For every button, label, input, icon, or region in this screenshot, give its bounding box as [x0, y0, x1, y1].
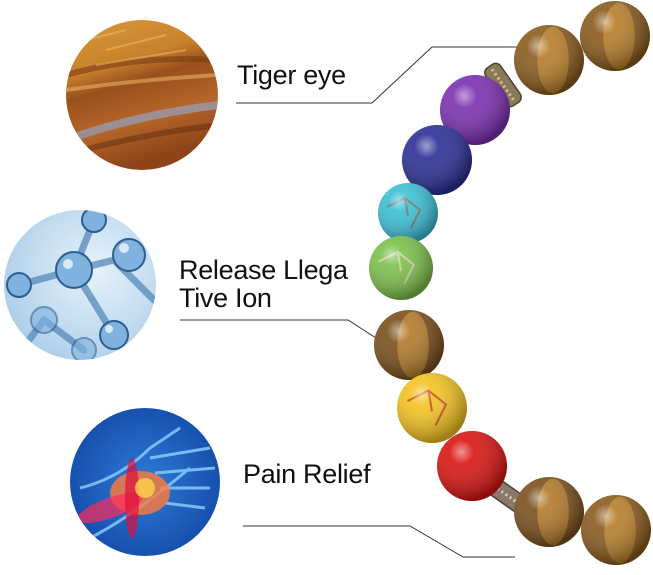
- connector-tiger-eye: [236, 46, 518, 104]
- label-line: Pain Relief: [243, 459, 371, 489]
- wrist-xray-icon: [70, 408, 220, 556]
- label-line: Tiger eye: [237, 60, 346, 90]
- label-line: Tive Ion: [179, 283, 272, 313]
- connector-pain-relief: [243, 525, 515, 558]
- bead-tiger-eye: [581, 495, 651, 565]
- bead-tiger-eye: [374, 310, 444, 380]
- bead-green-jasper: [369, 236, 433, 300]
- bead-lapis-lazuli: [402, 125, 472, 195]
- feature-label-tiger-eye: Tiger eye: [237, 61, 346, 89]
- bead-tiger-eye: [514, 477, 584, 547]
- tiger-eye-stone-icon: [66, 20, 218, 170]
- label-line: Release Llega: [179, 255, 348, 285]
- bead-red-agate: [437, 431, 507, 501]
- bead-tiger-eye: [514, 25, 584, 95]
- feature-label-pain-relief: Pain Relief: [243, 459, 371, 489]
- connector-negative-ion: [180, 319, 377, 339]
- bead-amber: [397, 373, 467, 443]
- bead-amethyst: [440, 75, 510, 145]
- bead-tiger-eye: [580, 1, 650, 71]
- bead-turquoise: [378, 183, 438, 243]
- feature-label-negative-ion: Release Llega Tive Ion: [179, 256, 348, 312]
